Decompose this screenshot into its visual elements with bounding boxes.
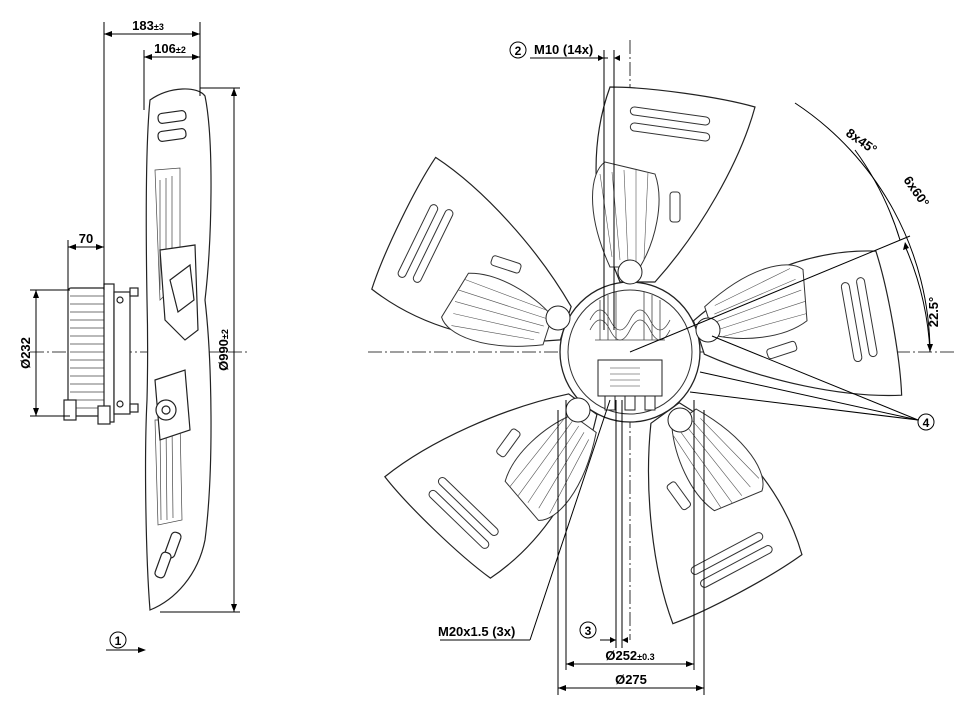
dim-motor-depth: 70 bbox=[79, 231, 93, 246]
dim-hub: Ø275 bbox=[615, 672, 647, 687]
dim-motor-diameter: Ø232 bbox=[18, 337, 33, 369]
callout-cable-gland: M20x1.5 (3x) bbox=[438, 624, 515, 639]
callout-3-circle bbox=[579, 621, 597, 639]
side-view: 183±3 106±2 70 Ø232 Ø990±2 1 bbox=[18, 18, 250, 653]
dim-overall-depth: 183±3 bbox=[132, 18, 164, 33]
front-view: 2 M10 (14x) M20x1.5 (3x) 3 4 8x45° 6x60°… bbox=[365, 40, 955, 695]
blade-side-ribs bbox=[154, 167, 199, 526]
callout-airflow-number: 1 bbox=[115, 634, 122, 648]
callout-mount-number: 2 bbox=[515, 44, 522, 58]
dim-depth-blade: 106±2 bbox=[154, 41, 186, 56]
angle-label-1: 8x45° bbox=[843, 125, 880, 157]
angle-label-2: 6x60° bbox=[901, 173, 933, 210]
callout-airflow-circle bbox=[109, 631, 127, 649]
callout-mount-circle bbox=[509, 41, 527, 59]
blade-side-profile bbox=[144, 88, 212, 611]
callout-3-number: 3 bbox=[585, 624, 592, 638]
callout-4-circle bbox=[917, 413, 935, 431]
motor-side bbox=[63, 283, 139, 425]
front-dimensions bbox=[440, 50, 933, 695]
dim-blade-diameter: Ø990±2 bbox=[216, 329, 231, 371]
callout-4-number: 4 bbox=[923, 416, 930, 430]
blade-side-slots bbox=[154, 110, 187, 579]
angle-label-3: 22.5° bbox=[926, 297, 941, 328]
side-dimensions bbox=[30, 22, 240, 653]
callout-mount-label: M10 (14x) bbox=[534, 42, 593, 57]
dim-bolt-circle: Ø252±0.3 bbox=[605, 648, 654, 663]
